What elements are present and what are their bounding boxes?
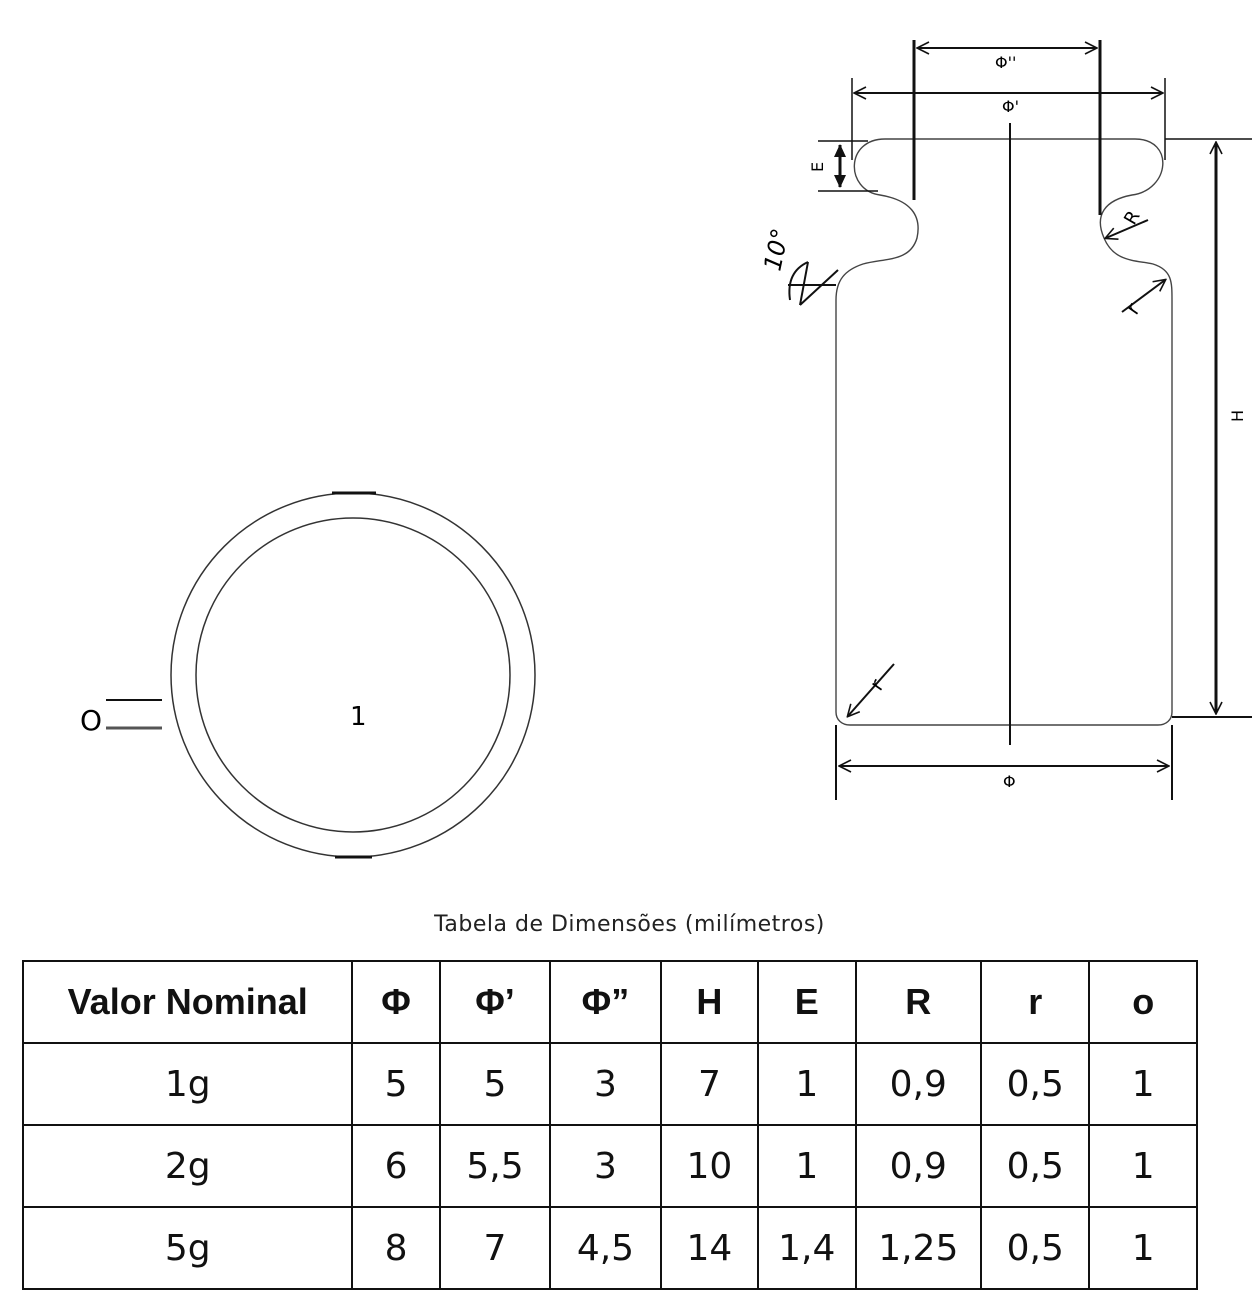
- table-cell: 0,5: [980, 1206, 1091, 1290]
- table-cell: 1,4: [757, 1206, 857, 1290]
- table-cell: 5g: [21, 1206, 354, 1290]
- top-view: O 1: [80, 491, 536, 859]
- table-cell: 5: [438, 1042, 552, 1126]
- table-cell: 3: [549, 1124, 662, 1208]
- table-cell: 8: [351, 1206, 441, 1290]
- table-header-row: Valor Nominal Φ Φ’ Φ” H E R r o: [21, 960, 1198, 1044]
- angle-label: 10°: [758, 226, 794, 273]
- header-phi-double-prime: Φ”: [549, 960, 662, 1044]
- table-cell: 0,9: [854, 1124, 983, 1208]
- weight-profile: [835, 138, 1173, 726]
- r-small-upper-arrow: [1121, 280, 1165, 313]
- table-cell: 5: [351, 1042, 441, 1126]
- angle-line-2: [799, 269, 839, 306]
- technical-drawing: O 1 Φ'' Φ' E 10° R r: [80, 40, 1252, 859]
- table-cell: 0,5: [980, 1124, 1091, 1208]
- table-row: 5g 8 7 4,5 14 1,4 1,25 0,5 1: [21, 1206, 1198, 1290]
- table-cell: 10: [659, 1124, 760, 1208]
- r-upper-arrow: [1106, 219, 1149, 238]
- angle-line-1: [799, 261, 809, 306]
- table-cell: 1: [1088, 1042, 1198, 1126]
- table-cell: 1: [757, 1042, 857, 1126]
- table-cell: 3: [549, 1042, 662, 1126]
- inner-ring: [195, 517, 511, 833]
- table-cell: 6: [351, 1124, 441, 1208]
- table-cell: 7: [438, 1206, 552, 1290]
- header-o: o: [1088, 960, 1198, 1044]
- angle-arc: [788, 261, 809, 301]
- header-valor-nominal: Valor Nominal: [21, 960, 354, 1044]
- table-cell: 4,5: [549, 1206, 662, 1290]
- center-label: 1: [350, 702, 367, 732]
- header-phi: Φ: [351, 960, 441, 1044]
- table-caption: Tabela de Dimensões (milímetros): [434, 912, 825, 937]
- table-cell: 0,5: [980, 1042, 1091, 1126]
- dimensions-table: Valor Nominal Φ Φ’ Φ” H E R r o 1g 5 5 3…: [21, 960, 1198, 1290]
- e-label: E: [808, 162, 827, 172]
- header-phi-prime: Φ’: [438, 960, 552, 1044]
- table-row: 2g 6 5,5 3 10 1 0,9 0,5 1: [21, 1124, 1198, 1208]
- phi-label: Φ: [1003, 772, 1016, 791]
- table-cell: 1: [1088, 1124, 1198, 1208]
- table-cell: 1g: [21, 1042, 354, 1126]
- h-label: H: [1228, 410, 1247, 422]
- table-cell: 1,25: [854, 1206, 983, 1290]
- phi2-label: Φ'': [995, 53, 1016, 72]
- outer-ring: [170, 492, 536, 858]
- table-cell: 0,9: [854, 1042, 983, 1126]
- table-cell: 7: [659, 1042, 760, 1126]
- table-cell: 14: [659, 1206, 760, 1290]
- table-cell: 1: [1088, 1206, 1198, 1290]
- o-label: O: [80, 704, 102, 737]
- header-h: H: [659, 960, 760, 1044]
- side-view: Φ'' Φ' E 10° R r H r Φ: [758, 40, 1252, 800]
- table-cell: 2g: [21, 1124, 354, 1208]
- table-cell: 5,5: [438, 1124, 552, 1208]
- table-row: 1g 5 5 3 7 1 0,9 0,5 1: [21, 1042, 1198, 1126]
- table-cell: 1: [757, 1124, 857, 1208]
- r-small-upper-label: r: [1120, 298, 1145, 319]
- r-small-lower-label: r: [864, 674, 889, 695]
- header-e: E: [757, 960, 857, 1044]
- r-small-lower-arrow: [848, 663, 895, 716]
- header-r-lower: r: [980, 960, 1091, 1044]
- r-upper-label: R: [1120, 207, 1144, 228]
- phi1-label: Φ': [1002, 97, 1019, 116]
- header-r-upper: R: [854, 960, 983, 1044]
